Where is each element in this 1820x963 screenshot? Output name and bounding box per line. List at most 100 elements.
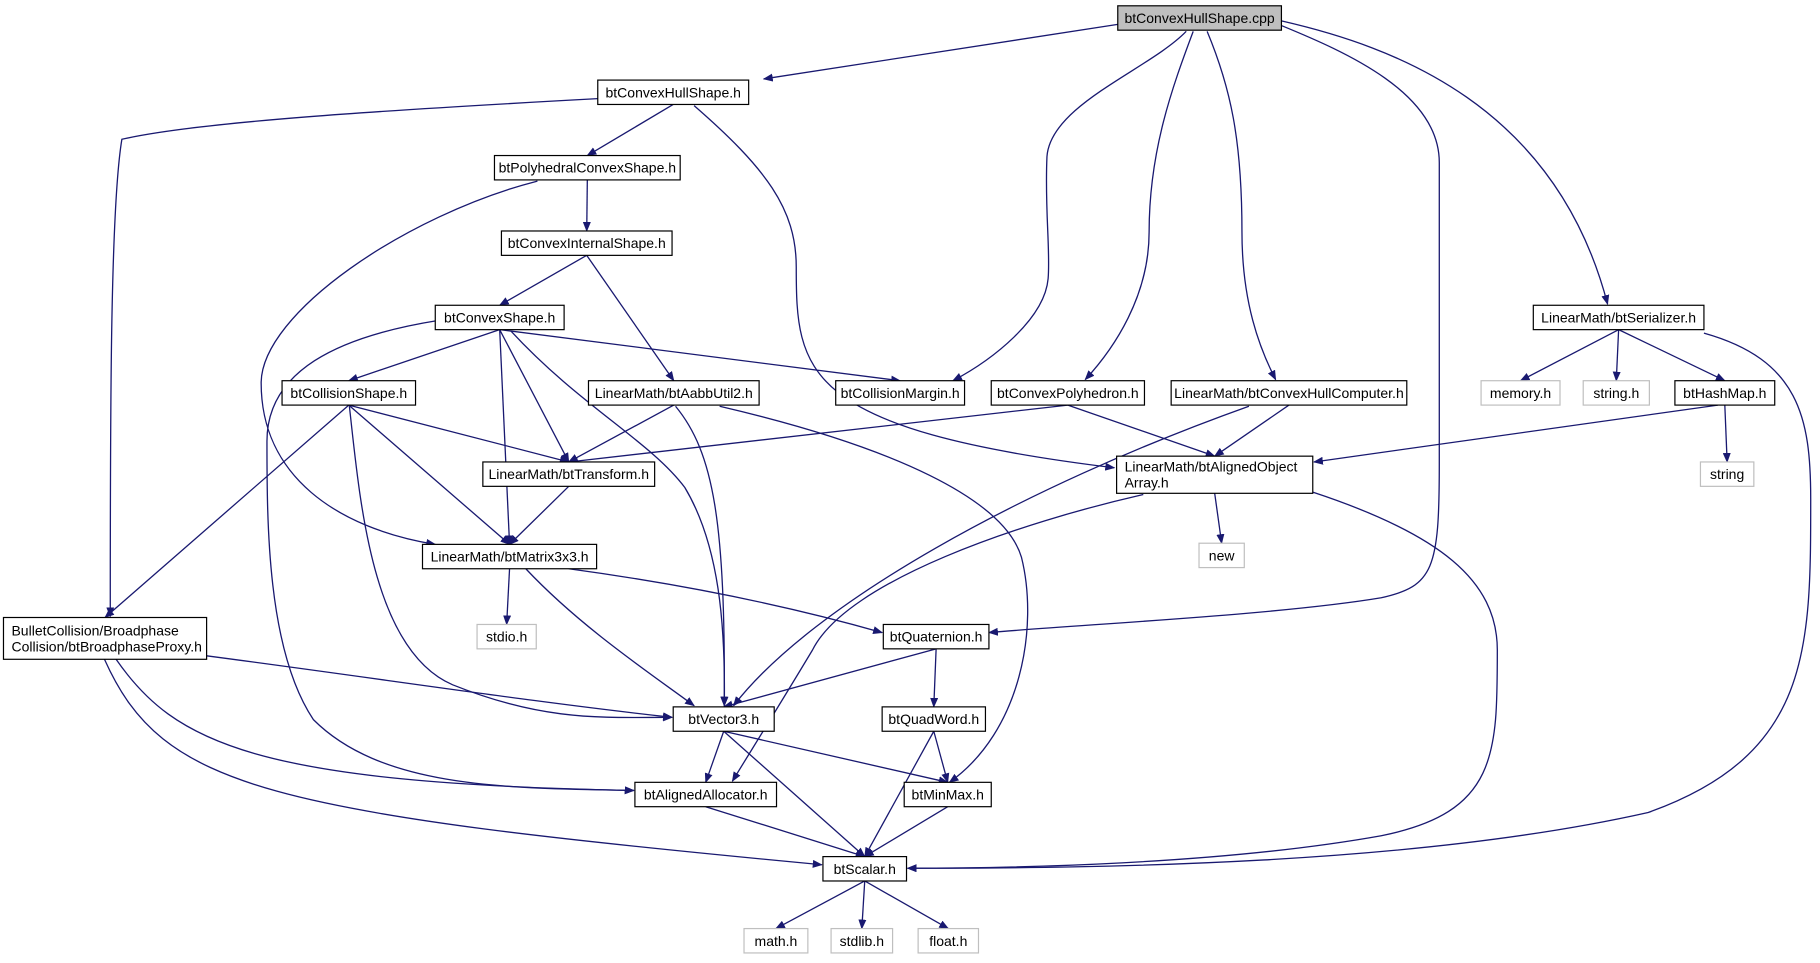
edge-allocator-to-scalar xyxy=(705,806,866,858)
node-box xyxy=(1117,5,1283,31)
node-polyhedron[interactable]: btConvexPolyhedron.h xyxy=(990,380,1146,406)
node-label: btMinMax.h xyxy=(912,787,984,803)
node-transform[interactable]: LinearMath/btTransform.h xyxy=(482,461,656,487)
edge-transform-to-matrix xyxy=(508,485,570,546)
node-box xyxy=(2,616,208,660)
node-label: btConvexHullShape.h xyxy=(606,84,741,100)
node-vector[interactable]: btVector3.h xyxy=(672,706,775,732)
edge-broadphase-to-vector xyxy=(206,655,674,721)
node-box xyxy=(830,927,894,954)
node-label: LinearMath/btAabbUtil2.h xyxy=(595,385,753,401)
dependency-edges xyxy=(103,20,1812,930)
edge-convex-to-transform xyxy=(499,329,570,463)
node-box xyxy=(881,706,987,732)
edge-hullh-to-aligned xyxy=(693,105,1116,471)
node-collshape[interactable]: btCollisionShape.h xyxy=(281,380,417,406)
node-box xyxy=(587,380,760,406)
node-label: Array.h xyxy=(1125,475,1169,491)
edge-aabb-to-vector xyxy=(675,405,729,707)
edge-matrix-to-stdio xyxy=(503,568,512,626)
edge-serializer-to-stringh xyxy=(1612,329,1621,382)
node-new: new xyxy=(1198,542,1245,569)
node-label: btConvexPolyhedron.h xyxy=(997,385,1139,401)
node-hashmap[interactable]: btHashMap.h xyxy=(1674,380,1776,406)
edge-collshape-to-matrix xyxy=(348,404,511,546)
node-box xyxy=(822,856,908,882)
node-box xyxy=(482,461,656,487)
edge-aligned-to-allocator xyxy=(731,493,1144,783)
node-broadphase[interactable]: BulletCollision/BroadphaseCollision/btBr… xyxy=(2,616,208,660)
node-margin[interactable]: btCollisionMargin.h xyxy=(835,380,966,406)
node-box xyxy=(1116,455,1314,494)
node-stringh: string.h xyxy=(1582,380,1650,406)
node-label: btAlignedAllocator.h xyxy=(644,787,768,803)
node-quadword[interactable]: btQuadWord.h xyxy=(881,706,987,732)
node-stdlib: stdlib.h xyxy=(830,927,894,954)
node-serializer[interactable]: LinearMath/btSerializer.h xyxy=(1532,304,1705,331)
node-label: btConvexInternalShape.h xyxy=(508,235,666,251)
edge-convex-to-allocator xyxy=(266,319,635,795)
edge-polyhedron-to-transform xyxy=(567,404,1068,465)
node-box xyxy=(903,781,992,808)
node-label: stdio.h xyxy=(486,629,527,645)
edge-cpp-to-polyhedron xyxy=(1084,31,1194,381)
edge-hullh-to-broadphase xyxy=(106,98,598,618)
edge-cpp-to-hullh xyxy=(762,23,1118,82)
edge-cpp-to-margin xyxy=(952,30,1187,382)
edge-matrix-to-quat xyxy=(568,568,884,634)
node-box xyxy=(1480,380,1561,406)
edge-cpp-to-quat xyxy=(987,24,1440,636)
node-label: LinearMath/btAlignedObject xyxy=(1125,459,1298,475)
node-box xyxy=(743,927,809,954)
node-aabb[interactable]: LinearMath/btAabbUtil2.h xyxy=(587,380,760,406)
node-convex[interactable]: btConvexShape.h xyxy=(434,304,565,331)
node-label: btConvexHullShape.cpp xyxy=(1124,10,1274,26)
node-hullcomp[interactable]: LinearMath/btConvexHullComputer.h xyxy=(1170,380,1408,406)
node-scalar[interactable]: btScalar.h xyxy=(822,856,908,882)
edge-cpp-to-serializer xyxy=(1281,20,1610,306)
edge-minmax-to-scalar xyxy=(863,806,949,858)
edge-cpp-to-hullcomp xyxy=(1206,31,1277,381)
node-box xyxy=(1532,304,1705,331)
edge-internal-to-aabb xyxy=(586,254,675,382)
edge-aabb-to-transform xyxy=(567,404,675,463)
edge-serializer-to-scalar xyxy=(906,332,1812,873)
node-minmax[interactable]: btMinMax.h xyxy=(903,781,992,808)
edge-collshape-to-broadphase xyxy=(104,404,350,619)
node-cpp[interactable]: btConvexHullShape.cpp xyxy=(1117,5,1283,31)
node-box xyxy=(493,154,681,181)
edge-convex-to-matrix xyxy=(499,329,514,546)
edge-hullh-to-poly xyxy=(586,103,674,157)
edge-quadword-to-scalar xyxy=(864,730,935,858)
edge-vector-to-minmax xyxy=(723,730,949,785)
node-box xyxy=(281,380,417,406)
node-box xyxy=(1170,380,1408,406)
node-box xyxy=(434,304,565,331)
edge-polyhedron-to-aligned xyxy=(1067,404,1216,457)
edge-hashmap-to-string xyxy=(1722,405,1731,463)
node-box xyxy=(882,623,990,650)
node-poly[interactable]: btPolyhedralConvexShape.h xyxy=(493,154,681,181)
edge-aligned-to-scalar xyxy=(906,491,1498,873)
node-string: string xyxy=(1699,461,1755,487)
node-label: btCollisionShape.h xyxy=(290,385,407,401)
node-label: btPolyhedralConvexShape.h xyxy=(499,160,676,176)
edge-broadphase-to-allocator xyxy=(115,658,635,795)
edge-serializer-to-memory xyxy=(1519,329,1619,382)
node-label: math.h xyxy=(755,933,798,949)
node-box xyxy=(917,927,980,954)
node-label: btConvexShape.h xyxy=(444,309,555,325)
edge-scalar-to-stdlib xyxy=(858,880,867,930)
edge-quat-to-vector xyxy=(722,648,937,709)
node-quat[interactable]: btQuaternion.h xyxy=(882,623,990,650)
edge-convex-to-collshape xyxy=(347,329,500,382)
node-allocator[interactable]: btAlignedAllocator.h xyxy=(634,781,778,808)
node-label: Collision/btBroadphaseProxy.h xyxy=(11,638,201,654)
node-matrix[interactable]: LinearMath/btMatrix3x3.h xyxy=(421,543,598,570)
node-label: LinearMath/btSerializer.h xyxy=(1541,309,1696,325)
node-hullh[interactable]: btConvexHullShape.h xyxy=(597,79,750,106)
edge-broadphase-to-scalar xyxy=(103,659,823,868)
node-internal[interactable]: btConvexInternalShape.h xyxy=(500,230,673,256)
